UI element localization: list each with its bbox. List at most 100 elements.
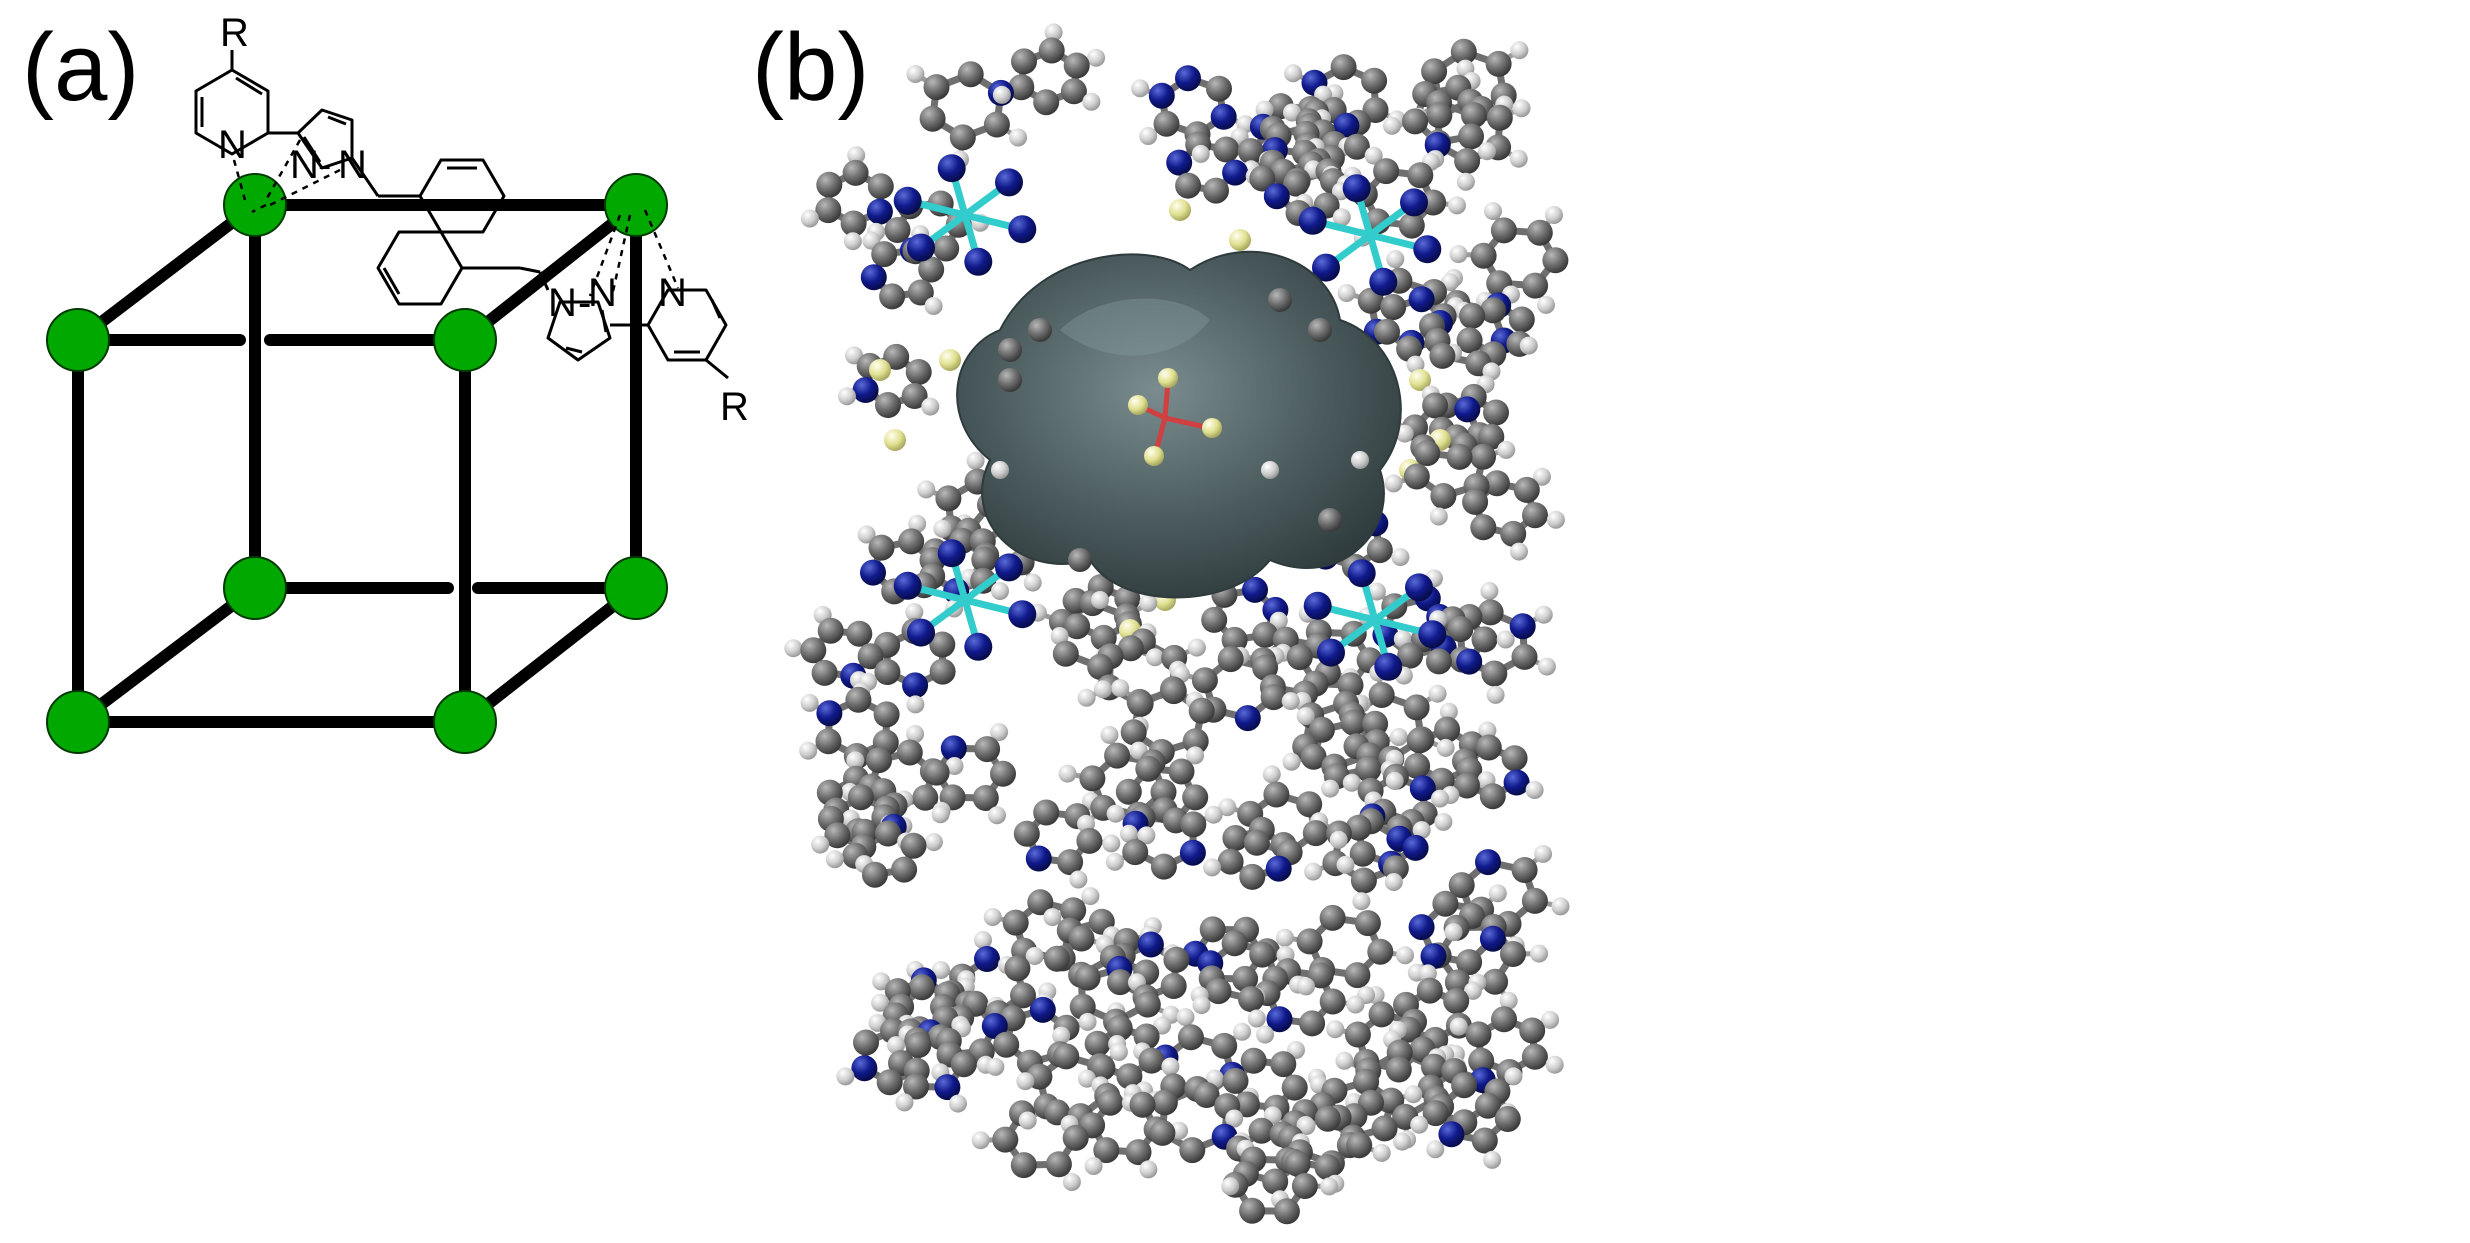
- carbon-atom: [1349, 840, 1376, 867]
- carbon-atom: [1010, 1152, 1037, 1179]
- hydrogen-atom: [1062, 1173, 1081, 1191]
- hydrogen-atom: [1429, 507, 1448, 526]
- carbon-atom: [846, 620, 873, 647]
- hydrogen-atom: [945, 757, 964, 775]
- nitrogen-atom: [995, 553, 1023, 582]
- carbon-atom: [1237, 138, 1264, 165]
- nitrogen-atom: [1479, 925, 1506, 952]
- hydrogen-atom: [1192, 996, 1211, 1015]
- carbon-atom: [1120, 719, 1147, 746]
- carbon-atom: [1308, 716, 1335, 743]
- carbon-atom: [1239, 1197, 1266, 1224]
- carbon-atom: [815, 728, 842, 755]
- carbon-atom: [971, 546, 998, 573]
- carbon-atom: [1239, 863, 1266, 890]
- hydrogen-atom: [872, 972, 891, 991]
- carbon-atom: [923, 759, 950, 786]
- metal-node: [604, 173, 668, 237]
- carbon-atom: [1511, 857, 1538, 883]
- carbon-atom: [1500, 941, 1526, 967]
- carbon-atom: [1151, 1089, 1178, 1116]
- hydrogen-atom: [1256, 1025, 1275, 1044]
- cavity-surface: [956, 250, 1402, 599]
- hydrogen-atom: [895, 1093, 914, 1112]
- carbon-atom: [1222, 825, 1249, 851]
- carbon-atom: [1182, 728, 1209, 755]
- hydrogen-atom: [1426, 1140, 1445, 1159]
- carbon-atom: [1307, 962, 1334, 989]
- carbon-atom: [1079, 765, 1106, 792]
- carbon-atom: [1446, 443, 1473, 470]
- hydrogen-atom: [924, 297, 943, 315]
- carbon-atom: [901, 383, 928, 409]
- nitrogen-atom: [1454, 396, 1481, 423]
- metal-node: [46, 690, 110, 754]
- carbon-atom: [1138, 1047, 1165, 1074]
- carbon-atom: [1429, 342, 1456, 369]
- nitrogen-atom: [1503, 769, 1530, 796]
- carbon-atom: [1454, 148, 1481, 174]
- hydrogen-atom: [905, 603, 924, 622]
- carbon-atom: [816, 171, 843, 198]
- carbon-atom: [1188, 697, 1215, 724]
- carbon-atom: [907, 279, 934, 306]
- hydrogen-atom: [1509, 149, 1528, 168]
- carbon-atom: [868, 534, 895, 561]
- cube-edge: [72, 582, 261, 728]
- hydrogen-atom: [1296, 707, 1315, 726]
- carbon-atom: [1106, 1015, 1133, 1042]
- fluorine-atom: [884, 429, 906, 451]
- carbon-atom: [1354, 910, 1381, 937]
- pyridine-ring-top: [194, 68, 270, 156]
- nitrogen-atom: [902, 672, 929, 699]
- carbon-atom: [1459, 302, 1486, 329]
- nitrogen-atom: [1420, 943, 1447, 970]
- hydrogen-atom: [1346, 995, 1365, 1014]
- carbon-atom: [875, 392, 901, 418]
- carbon-atom: [1403, 694, 1430, 721]
- hydrogen-atom: [1545, 206, 1563, 224]
- carbon-atom: [1240, 1047, 1267, 1074]
- carbon-atom: [950, 1051, 977, 1078]
- carbon-atom: [1471, 1127, 1498, 1154]
- carbon-atom: [1526, 219, 1553, 246]
- hydrogen-atom: [931, 961, 950, 980]
- carbon-atom: [879, 283, 906, 310]
- carbon-atom: [1093, 1137, 1120, 1164]
- hydrogen-atom: [1145, 648, 1164, 667]
- hydrogen-atom: [1203, 858, 1222, 877]
- carbon-atom: [1319, 904, 1346, 931]
- carbon-atom: [1456, 949, 1483, 976]
- hydrogen-atom: [1139, 594, 1158, 613]
- carbon-atom: [1273, 1198, 1300, 1225]
- nitrogen-atom: [1008, 215, 1037, 244]
- hydrogen-atom: [1106, 804, 1125, 823]
- carbon-atom: [1263, 781, 1290, 808]
- nitrogen-atom: [974, 946, 1000, 972]
- nitrogen-atom: [866, 198, 893, 225]
- panel-b-label: (b): [752, 14, 869, 121]
- fluorine-atom: [869, 359, 891, 381]
- carbon-atom: [1286, 644, 1313, 671]
- carbon-atom: [1340, 709, 1367, 736]
- carbon-atom: [1368, 682, 1395, 708]
- carbon-atom: [1199, 916, 1226, 943]
- carbon-atom: [1521, 1043, 1548, 1070]
- carbon-atom: [1163, 946, 1190, 973]
- hydrogen-atom: [1367, 582, 1386, 601]
- hydrogen-atom: [1484, 202, 1502, 221]
- carbon-atom: [1344, 1021, 1371, 1048]
- nitrogen-label: N: [658, 271, 687, 315]
- carbon-atom: [1168, 758, 1195, 785]
- hydrogen-atom: [1534, 605, 1553, 624]
- hydrogen-atom: [871, 993, 890, 1012]
- hydrogen-atom: [1431, 789, 1449, 808]
- carbon-atom: [1402, 108, 1429, 135]
- carbon-atom: [1511, 643, 1538, 670]
- hydrogen-atom: [1512, 99, 1531, 118]
- nitrogen-atom: [1137, 931, 1164, 958]
- nitrogen-atom: [1347, 559, 1376, 588]
- carbon-atom: [918, 256, 945, 283]
- carbon-atom: [1038, 37, 1065, 64]
- carbon-atom: [847, 784, 874, 811]
